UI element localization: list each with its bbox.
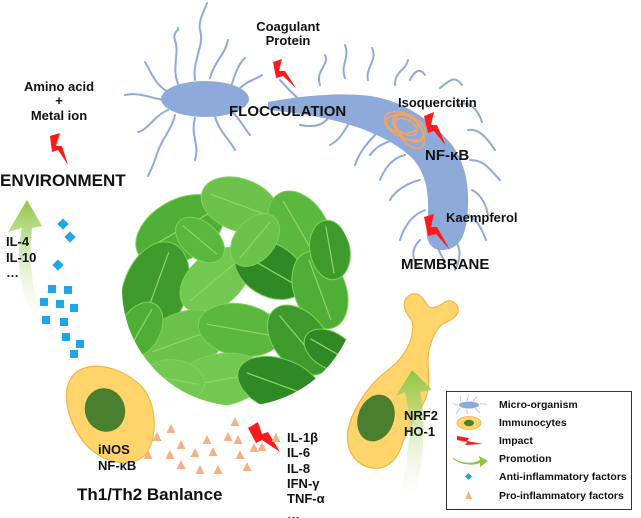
leaf-vein <box>239 221 271 259</box>
pro-inflammatory-triangle <box>249 443 259 452</box>
leaf-vein <box>206 323 274 337</box>
legend-label: Immunocytes <box>499 417 567 429</box>
coagulant-label-line2: Protein <box>265 33 311 49</box>
pro-inflammatory-triangle <box>230 417 240 426</box>
pro-inflammatory-triangle <box>176 460 186 469</box>
anti-inflammatory-factors <box>40 218 84 358</box>
pro-inflammatory-triangle <box>208 447 218 456</box>
amino-acid-label: Amino acid <box>23 79 95 94</box>
immunocyte-icon <box>456 416 482 430</box>
pro-factor-item: IL-1β <box>287 430 319 445</box>
bolt-pro <box>248 422 280 452</box>
nfkb-microbe-label: NF-κB <box>425 147 470 164</box>
pro-inflammatory-triangle <box>271 433 281 442</box>
leaf-vein <box>190 258 240 302</box>
leaf-vein <box>209 193 271 217</box>
legend-item-micro-organism: Micro-organism <box>447 396 631 414</box>
leaf-vein <box>308 259 332 321</box>
nfkb-immunocyte-label: NF-κB <box>98 457 137 473</box>
anti-factor-item: … <box>6 265 19 281</box>
pro-inflammatory-triangle <box>235 450 245 459</box>
microbe-2-flagella <box>279 44 501 271</box>
flocculation-label: FLOCCULATION <box>229 103 347 120</box>
legend-item-promotion: Promotion <box>447 450 631 468</box>
pro-inflammatory-triangle <box>242 462 252 471</box>
anti-factor-item: IL-4 <box>6 234 30 249</box>
immunocyte-left <box>65 365 155 464</box>
pro-inflammatory-triangle <box>143 450 153 459</box>
bolt-kaempferol <box>424 214 450 250</box>
metal-ion-label: Metal ion <box>30 107 88 123</box>
pro-inflammatory-factors <box>143 417 281 474</box>
pro-factor-item: IL-6 <box>287 445 311 461</box>
legend-item-impact: Impact <box>447 432 631 450</box>
pro-inflammatory-triangle <box>166 424 176 433</box>
bolt-isoquercitrin <box>424 112 446 146</box>
blue-diamond-icon <box>464 472 473 481</box>
kaempferol-label: Kaempferol <box>446 210 518 225</box>
coagulant-label-line1: Coagulant <box>256 19 320 34</box>
promotion-arrow-icon <box>453 456 488 467</box>
micro-organism-icon <box>453 396 488 414</box>
pro-inflammatory-triangle <box>152 432 162 441</box>
pro-factors-list: IL-1β IL-6 IL-8 IFN-γ TNF-α … <box>287 430 325 518</box>
legend-label: Impact <box>499 435 533 447</box>
pro-factor-item: TNF-α <box>287 491 325 507</box>
pro-inflammatory-triangle <box>213 465 223 474</box>
pro-inflammatory-triangle <box>165 450 175 459</box>
pro-inflammatory-triangle <box>257 442 267 451</box>
immunocyte-left-markers: iNOS NF-κB <box>98 442 136 473</box>
inos-label: iNOS <box>98 442 130 457</box>
th-balance-label: Th1/Th2 Banlance <box>77 485 223 504</box>
microbe-1-body <box>161 81 249 117</box>
microbe-1-flagella <box>124 2 263 177</box>
environment-factors-label: Amino acid + Metal ion <box>14 79 104 123</box>
coagulant-protein-label: Coagulant Protein <box>248 19 328 49</box>
pro-inflammatory-triangle <box>190 448 200 457</box>
pro-inflammatory-triangle <box>202 435 212 444</box>
membrane-label: MEMBRANE <box>401 256 490 273</box>
legend-label: Pro-inflammatory factors <box>499 490 624 502</box>
legend-item-pro-inflammatory: Pro-inflammatory factors <box>447 487 631 505</box>
legend-label: Micro-organism <box>499 399 578 411</box>
nrf2-label: NRF2 <box>404 408 438 423</box>
orange-triangle-icon <box>465 491 472 499</box>
pro-factor-item: IL-8 <box>287 460 311 476</box>
microbe-2-body <box>268 94 469 250</box>
legend-item-anti-inflammatory: Anti-inflammatory factors <box>447 468 631 486</box>
promotion-arrow-left <box>8 200 45 322</box>
pro-factor-item: IFN-γ <box>287 475 320 491</box>
leaf-vein <box>182 225 218 255</box>
pro-inflammatory-triangle <box>176 440 186 449</box>
dna-coil <box>383 110 427 150</box>
bolt-environment <box>50 133 68 165</box>
environment-label: ENVIRONMENT <box>0 171 126 190</box>
bolt-coagulant <box>273 59 296 88</box>
legend: Micro-organism Immunocytes Impact Promot… <box>446 391 632 510</box>
pro-inflammatory-triangle <box>195 465 205 474</box>
plus-label: + <box>55 93 63 109</box>
immunocyte-right <box>346 293 459 469</box>
ho1-label: HO-1 <box>404 423 436 439</box>
impact-bolt-icon <box>457 436 483 445</box>
anti-factors-list: IL-4 IL-10 … <box>6 234 36 281</box>
legend-label: Anti-inflammatory factors <box>499 471 627 483</box>
legend-item-immunocytes: Immunocytes <box>447 414 631 432</box>
moringa-leaves <box>122 170 358 406</box>
nrf2-ho1-label: NRF2 HO-1 <box>404 408 438 439</box>
pro-inflammatory-triangle <box>223 432 233 441</box>
pro-inflammatory-triangle <box>233 435 243 444</box>
legend-label: Promotion <box>499 453 552 465</box>
isoquercitrin-label: Isoquercitrin <box>398 95 477 110</box>
anti-factor-item: IL-10 <box>6 249 37 265</box>
pro-factor-item: … <box>287 506 300 518</box>
promotion-arrow-right <box>395 370 432 505</box>
leaf-vein <box>325 226 335 274</box>
